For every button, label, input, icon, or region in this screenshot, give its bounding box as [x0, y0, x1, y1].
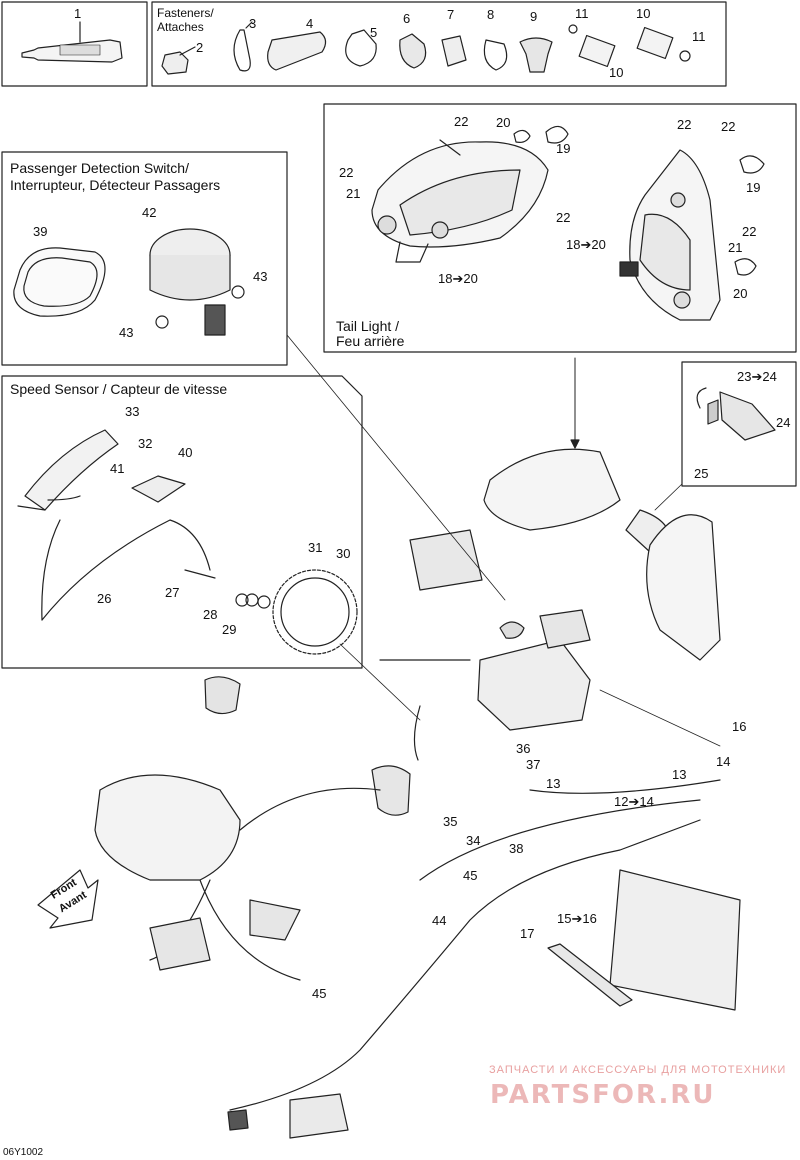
callout-3: 3	[249, 16, 257, 31]
callout-36: 36	[516, 741, 531, 756]
callout-42: 42	[142, 205, 157, 220]
callout-11a: 11	[575, 6, 589, 21]
callout-34: 34	[466, 833, 481, 848]
callout-18-20a: 18➔20	[438, 271, 478, 286]
callout-5: 5	[370, 25, 378, 40]
callout-22f: 22	[742, 224, 757, 239]
callout-29: 29	[222, 622, 237, 637]
callout-43a: 43	[253, 269, 268, 284]
fastener-icons	[161, 21, 691, 75]
callout-13b: 13	[546, 776, 561, 791]
callout-2: 2	[196, 40, 204, 55]
connector-23-24-drawing	[696, 387, 776, 441]
callout-9: 9	[530, 9, 538, 24]
harness-drawing	[37, 676, 741, 1139]
callout-25: 25	[694, 466, 709, 481]
callout-43b: 43	[119, 325, 134, 340]
callout-12-14: 12➔14	[614, 794, 654, 809]
speed-sensor-title: Speed Sensor / Capteur de vitesse	[10, 381, 228, 397]
callout-28: 28	[203, 607, 218, 622]
callout-4: 4	[306, 16, 314, 31]
callout-10b: 10	[636, 6, 651, 21]
tail-light-box	[323, 103, 797, 353]
callout-22c: 22	[556, 210, 571, 225]
callout-35: 35	[443, 814, 458, 829]
callout-30: 30	[336, 546, 351, 561]
callout-22a: 22	[454, 114, 469, 129]
callout-41: 41	[110, 461, 125, 476]
callout-31: 31	[308, 540, 323, 555]
callout-26: 26	[97, 591, 112, 606]
callout-22e: 22	[721, 119, 736, 134]
callout-32: 32	[138, 436, 153, 451]
diagram-id: 06Y1002	[3, 1147, 44, 1158]
callout-22d: 22	[677, 117, 692, 132]
attaches-label: Attaches	[157, 20, 204, 34]
callout-39: 39	[33, 224, 48, 239]
main-assembly-drawing	[286, 334, 721, 761]
callout-17: 17	[520, 926, 535, 941]
callout-7: 7	[447, 7, 455, 22]
callout-13a: 13	[672, 767, 687, 782]
callout-11b: 11	[692, 29, 706, 44]
tail-light-title-line1: Tail Light /	[336, 318, 400, 334]
callout-19a: 19	[556, 141, 571, 156]
callout-6: 6	[403, 11, 411, 26]
part-1-box	[1, 1, 148, 87]
callout-45b: 45	[312, 986, 327, 1001]
callout-23-24: 23➔24	[737, 369, 777, 384]
callout-40: 40	[178, 445, 193, 460]
tail-light-right-drawing	[619, 149, 765, 321]
callout-18-20b: 18➔20	[566, 237, 606, 252]
fasteners-label: Fasteners/	[157, 6, 214, 20]
passenger-title-line2: Interrupteur, Détecteur Passagers	[10, 177, 221, 193]
fasteners-box	[151, 1, 727, 87]
callout-22b: 22	[339, 165, 354, 180]
watermark-logo: PARTSFOR.RU	[490, 1080, 716, 1110]
watermark-tagline: ЗАПЧАСТИ И АКСЕССУАРЫ ДЛЯ МОТОТЕХНИКИ	[489, 1064, 787, 1076]
callout-20b: 20	[733, 286, 748, 301]
callout-27: 27	[165, 585, 180, 600]
callout-14: 14	[716, 754, 731, 769]
callout-24: 24	[776, 415, 791, 430]
tail-light-left-drawing	[371, 125, 569, 263]
passenger-box	[1, 151, 288, 366]
callout-10a: 10	[609, 65, 624, 80]
connector-box	[681, 361, 797, 487]
grease-tube-icon	[21, 21, 123, 63]
callout-16: 16	[732, 719, 747, 734]
callout-44: 44	[432, 913, 447, 928]
callout-38: 38	[509, 841, 524, 856]
callout-37: 37	[526, 757, 541, 772]
passenger-title-line1: Passenger Detection Switch/	[10, 160, 189, 176]
callout-21b: 21	[728, 240, 743, 255]
speed-sensor-box	[1, 375, 363, 669]
callout-20a: 20	[496, 115, 511, 130]
callout-15-16: 15➔16	[557, 911, 597, 926]
passenger-switch-drawing	[13, 228, 245, 336]
callout-45a: 45	[463, 868, 478, 883]
callout-21a: 21	[346, 186, 361, 201]
speed-sensor-drawing	[17, 429, 358, 655]
tail-light-title-line2: Feu arrière	[336, 333, 405, 349]
callout-19b: 19	[746, 180, 761, 195]
callout-8: 8	[487, 7, 495, 22]
callout-33: 33	[125, 404, 140, 419]
callout-1: 1	[74, 6, 82, 21]
